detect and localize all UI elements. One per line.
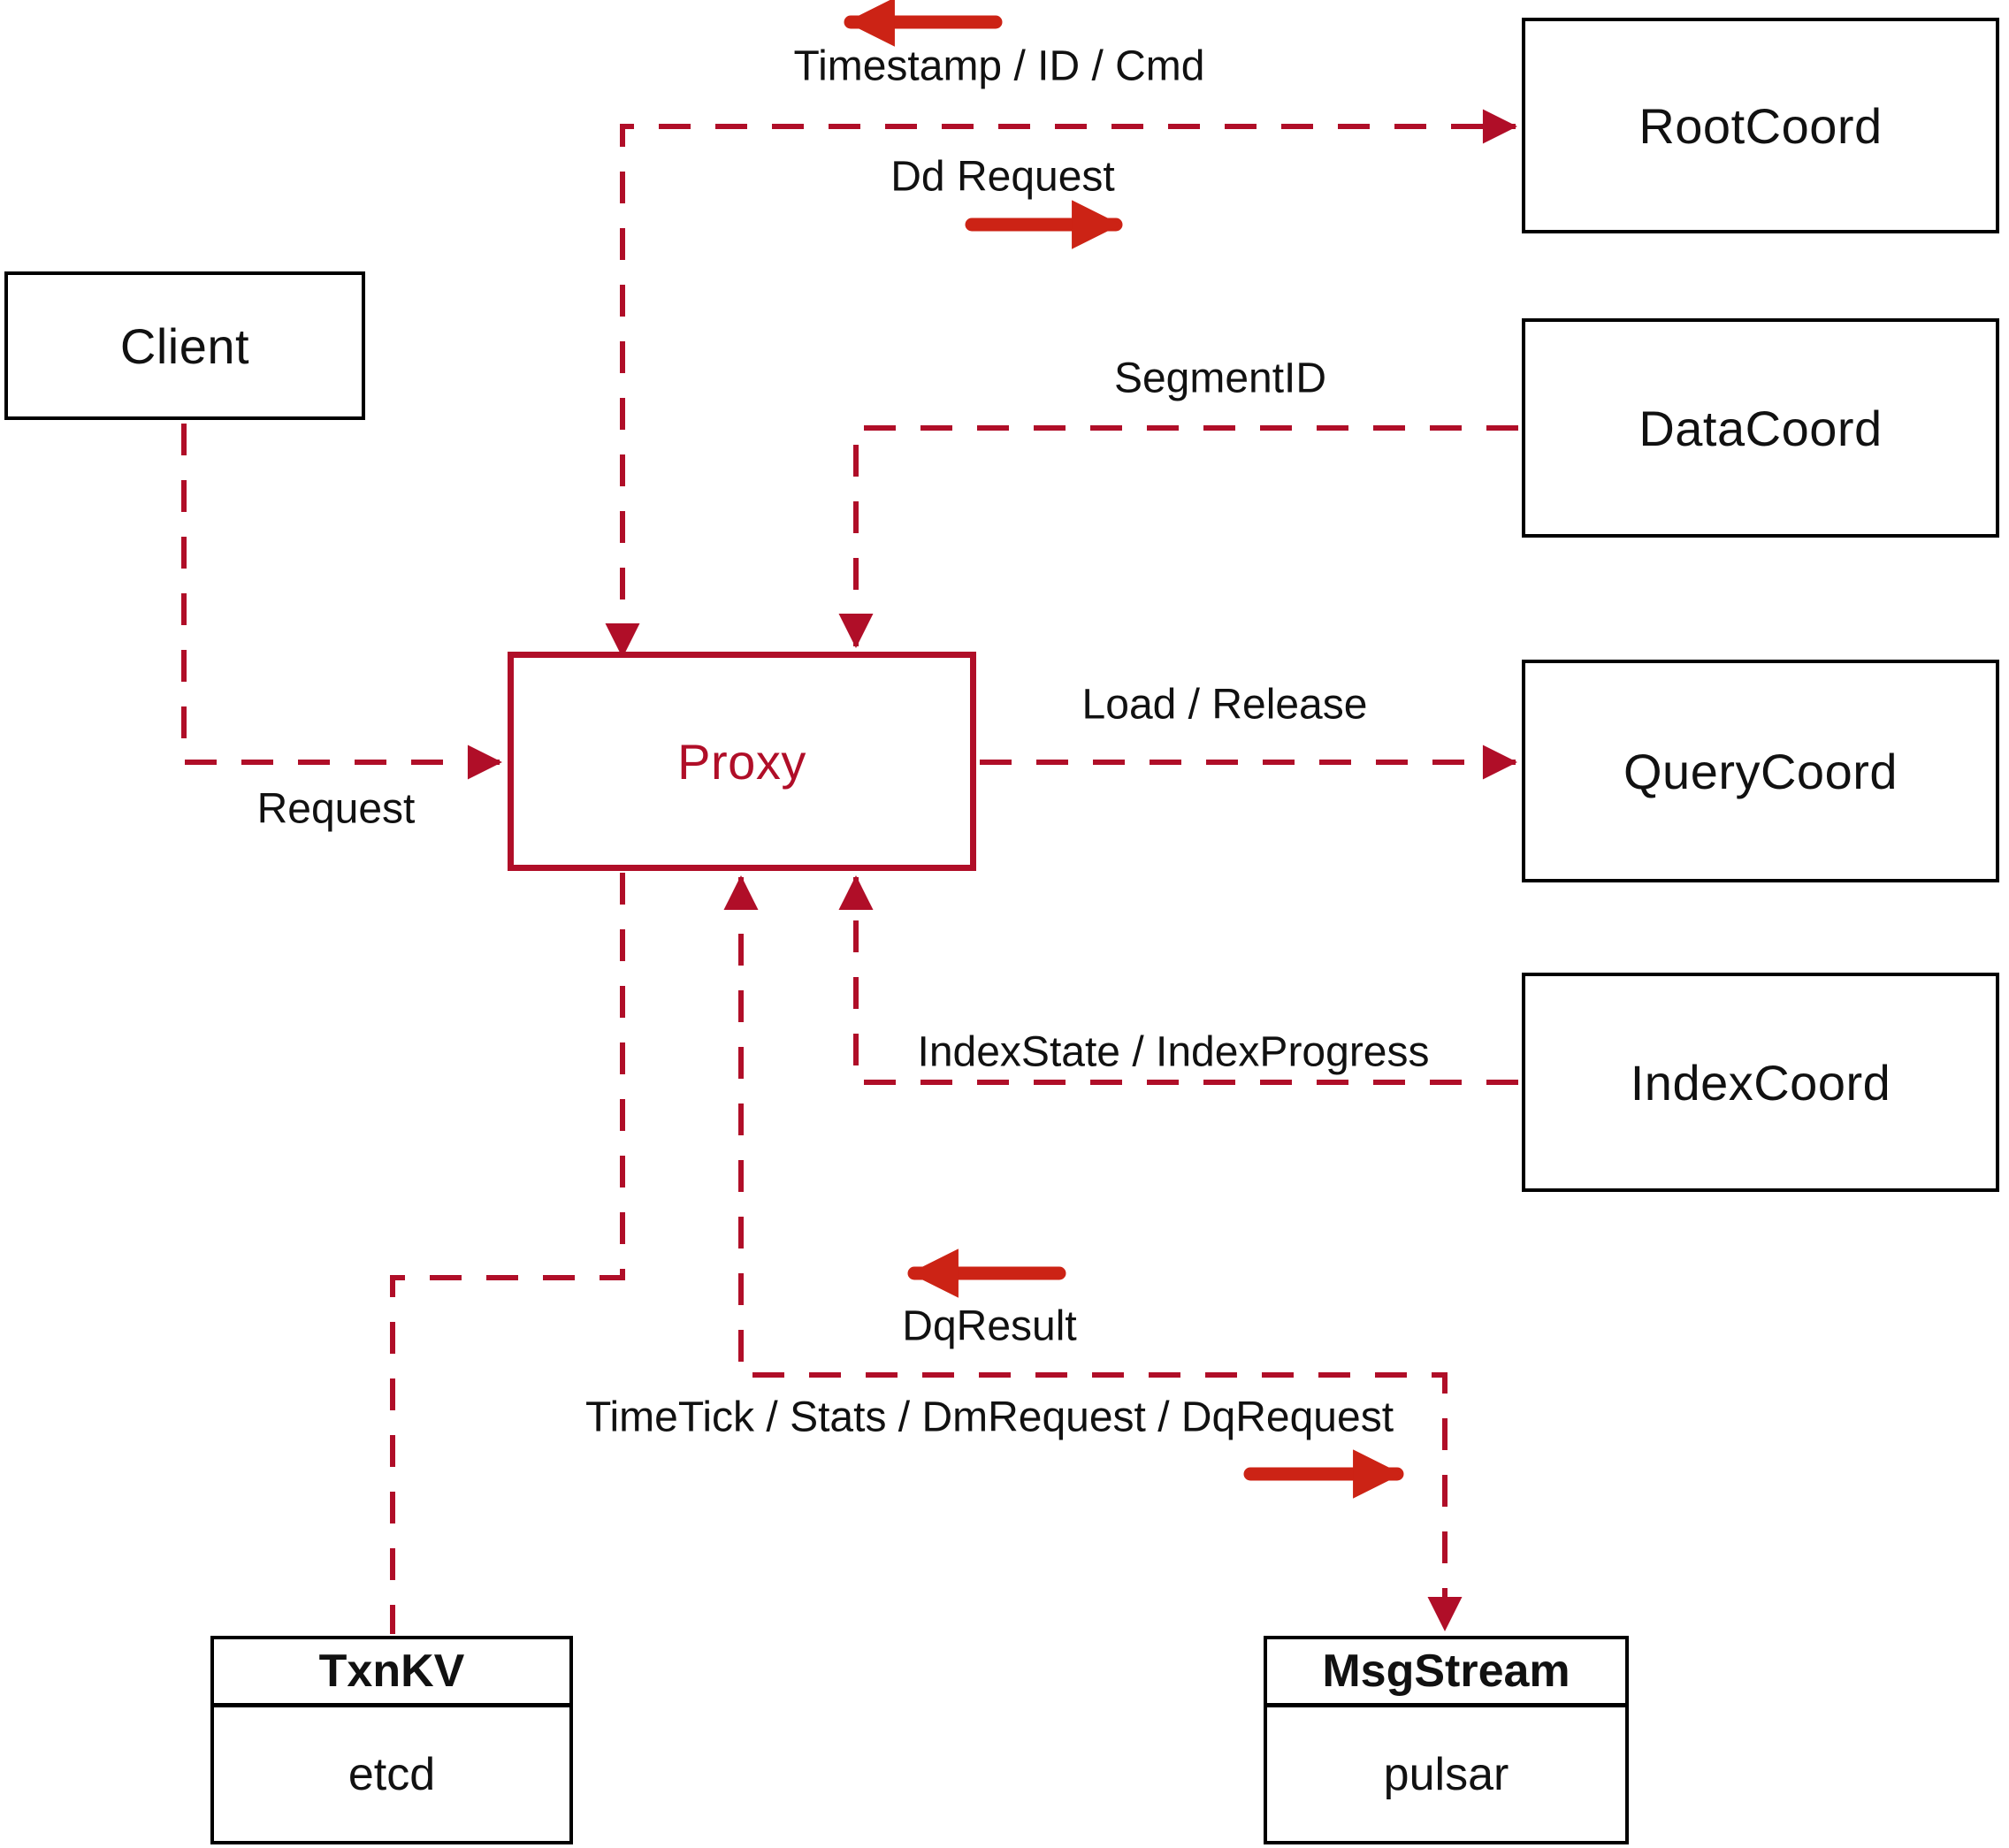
node-msgstream-title: MsgStream — [1267, 1639, 1625, 1707]
edge-label-index-state-progress: IndexState / IndexProgress — [917, 1028, 1430, 1076]
edge-label-load-release: Load / Release — [1081, 681, 1368, 729]
node-rootcoord-label: RootCoord — [1639, 97, 1883, 154]
node-querycoord: QueryCoord — [1522, 660, 1999, 882]
node-client: Client — [4, 271, 365, 420]
node-txnkv: TxnKV etcd — [210, 1636, 573, 1844]
edge-label-segment-id: SegmentID — [1113, 355, 1327, 402]
node-client-label: Client — [119, 317, 250, 374]
node-indexcoord-label: IndexCoord — [1630, 1054, 1891, 1111]
node-msgstream: MsgStream pulsar — [1264, 1636, 1629, 1844]
edge-datacoord-proxy — [838, 425, 1518, 648]
node-msgstream-subtitle: pulsar — [1383, 1748, 1509, 1800]
node-indexcoord: IndexCoord — [1522, 973, 1999, 1192]
node-datacoord-label: DataCoord — [1639, 400, 1883, 456]
node-querycoord-label: QueryCoord — [1623, 743, 1898, 799]
edge-label-timestamp-id-cmd: Timestamp / ID / Cmd — [793, 42, 1205, 90]
edge-label-dd-request: Dd Request — [890, 153, 1115, 201]
edge-label-dq-result: DqResult — [902, 1302, 1077, 1350]
node-txnkv-subtitle: etcd — [348, 1748, 436, 1800]
edge-label-timetick-stats: TimeTick / Stats / DmRequest / DqRequest — [584, 1394, 1394, 1441]
edge-proxy-msgstream — [723, 875, 1463, 1631]
edge-proxy-rootcoord — [605, 109, 1517, 658]
edge-label-request: Request — [256, 785, 416, 833]
node-txnkv-title: TxnKV — [214, 1639, 569, 1707]
node-proxy-label: Proxy — [677, 733, 806, 790]
edge-proxy-txnkv — [390, 873, 625, 1634]
node-rootcoord: RootCoord — [1522, 18, 1999, 233]
node-proxy: Proxy — [508, 652, 976, 871]
edge-client-proxy — [181, 424, 502, 780]
node-datacoord: DataCoord — [1522, 318, 1999, 538]
